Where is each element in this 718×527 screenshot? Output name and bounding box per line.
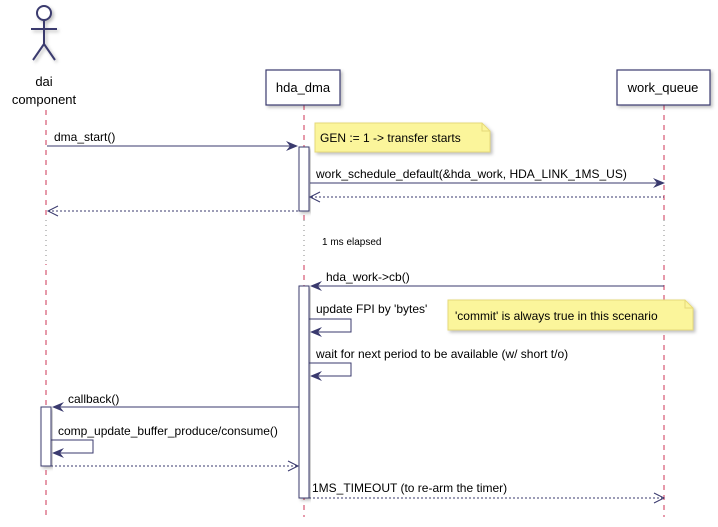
actor-dai-label-line1: dai (35, 74, 52, 89)
note-gen-text: GEN := 1 -> transfer starts (320, 131, 461, 145)
message-work-schedule-label: work_schedule_default(&hda_work, HDA_LIN… (315, 167, 627, 181)
message-callback-label: callback() (68, 392, 119, 406)
note-commit-text: 'commit' is always true in this scenario (455, 309, 658, 323)
arrowhead-open-icon (46, 205, 59, 217)
arrowhead-open-icon (653, 492, 666, 504)
note-commit (447, 299, 694, 331)
arrowhead-open-icon (308, 191, 321, 203)
arrowhead-open-icon (287, 460, 300, 472)
message-timeout-label: 1MS_TIMEOUT (to re-arm the timer) (312, 481, 507, 495)
message-hda-work-cb-label: hda_work->cb() (326, 270, 410, 284)
arrowhead-icon (310, 281, 322, 291)
arrowhead-icon (310, 371, 322, 381)
message-update-fpi-label: update FPI by 'bytes' (316, 302, 427, 316)
arrowhead-icon (286, 141, 298, 151)
arrowhead-icon (52, 448, 64, 458)
actor-dai-component[interactable] (31, 5, 57, 61)
message-update-fpi-arrow (309, 318, 352, 333)
participant-hda-dma-box[interactable] (265, 69, 341, 106)
actor-head-icon (36, 5, 52, 21)
delay-label: 1 ms elapsed (322, 237, 381, 248)
arrowhead-icon (653, 178, 665, 188)
arrowhead-icon (52, 402, 64, 412)
message-comp-update-label: comp_update_buffer_produce/consume() (58, 424, 278, 438)
participant-work-queue-box[interactable] (616, 69, 711, 106)
message-wait-period-label: wait for next period to be available (w/… (315, 347, 568, 361)
participant-hda-dma-label: hda_dma (276, 80, 331, 95)
note-gen (314, 122, 491, 153)
message-wait-period-arrow (309, 362, 352, 377)
participant-work-queue-label: work_queue (627, 80, 699, 95)
message-dma-start-label: dma_start() (54, 130, 115, 144)
actor-dai-label-line2: component (12, 92, 77, 107)
message-comp-update-arrow (51, 439, 94, 454)
activation-hda-dma-2 (298, 285, 310, 499)
activation-dai (40, 406, 52, 467)
arrowhead-icon (310, 327, 322, 337)
delay-gap-mask (0, 220, 718, 264)
activation-hda-dma-1 (298, 146, 310, 212)
